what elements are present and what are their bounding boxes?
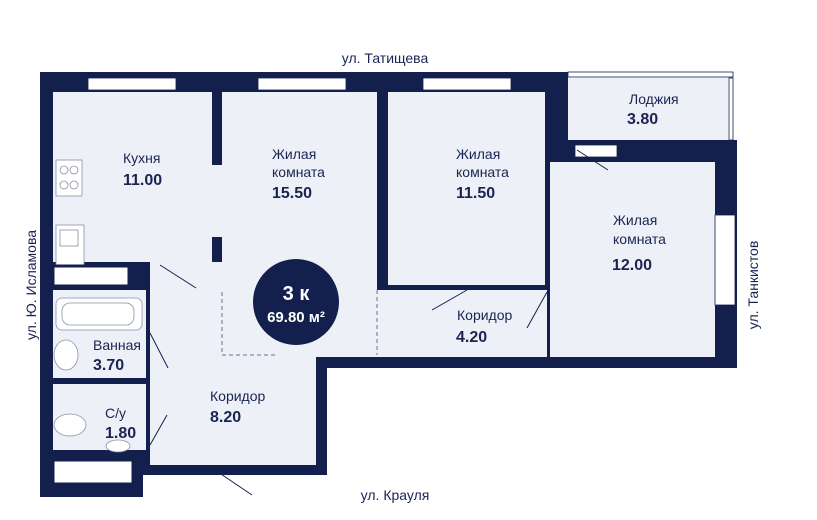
room-area-living-3: 12.00 xyxy=(612,257,652,274)
room-name-wc: С/у xyxy=(105,405,126,421)
apartment-badge: 3 к 69.80 м² xyxy=(253,259,339,345)
room-name-living-2-line2: комната xyxy=(456,164,509,180)
room-area-living-1: 15.50 xyxy=(272,185,312,202)
room-name-corridor-2: Коридор xyxy=(210,388,266,404)
room-area-kitchen: 11.00 xyxy=(123,172,162,189)
badge-rooms: 3 к xyxy=(283,283,311,305)
room-name-bathroom: Ванная xyxy=(93,337,141,353)
room-name-loggia: Лоджия xyxy=(629,91,679,107)
badge-area: 69.80 м² xyxy=(267,309,325,326)
street-label-bottom: ул. Крауля xyxy=(361,487,430,503)
room-area-corridor-2: 8.20 xyxy=(210,409,241,426)
stove-icon xyxy=(55,159,83,197)
doors xyxy=(149,149,609,496)
room-name-living-1-line2: комната xyxy=(272,164,325,180)
room-area-wc: 1.80 xyxy=(105,425,136,442)
room-area-bathroom: 3.70 xyxy=(93,357,124,374)
fixtures xyxy=(51,159,143,486)
street-label-right: ул. Танкистов xyxy=(745,241,761,330)
zone-dividers xyxy=(221,290,378,356)
room-name-living-3: Жилая xyxy=(613,212,657,228)
room-name-kitchen: Кухня xyxy=(123,150,160,166)
bathroom-sink-icon xyxy=(105,439,131,453)
room-area-loggia: 3.80 xyxy=(627,111,658,128)
room-name-living-3-line2: комната xyxy=(613,231,666,247)
windows xyxy=(87,71,736,306)
washbasin-icon xyxy=(53,339,79,371)
room-area-corridor-1: 4.20 xyxy=(456,329,487,346)
room-name-corridor-1: Коридор xyxy=(457,307,513,323)
street-label-left: ул. Ю. Исламова xyxy=(23,230,39,340)
street-label-top: ул. Татищева xyxy=(342,50,429,66)
room-name-living-1: Жилая xyxy=(272,146,316,162)
toilet-icon xyxy=(53,413,87,437)
room-area-living-2: 11.50 xyxy=(456,185,495,202)
room-name-living-2: Жилая xyxy=(456,146,500,162)
